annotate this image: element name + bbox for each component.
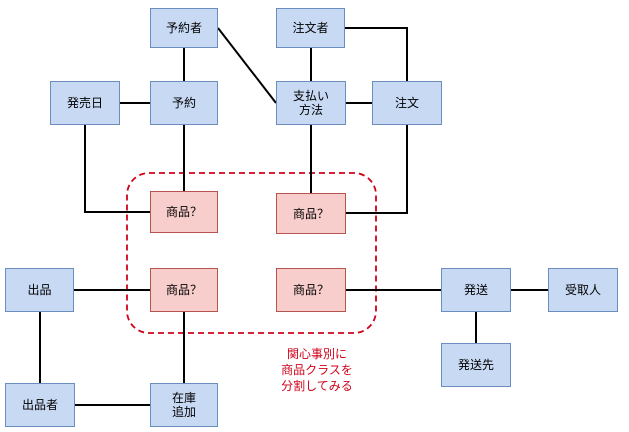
- entity-hassosaki: 発送先: [441, 343, 511, 387]
- product-group-boundary: [126, 172, 377, 334]
- annotation-line-1: 関心事別に: [286, 347, 347, 361]
- product-candidate-shipping: 商品？: [276, 268, 346, 312]
- product-candidate-order: 商品？: [276, 193, 346, 234]
- entity-zaiko-tsuika: 在庫 追加: [150, 383, 218, 427]
- edge-chumonsha-chumon: [345, 27, 408, 81]
- entity-shuppinsha: 出品者: [5, 383, 75, 427]
- entity-yoyaku: 予約: [150, 81, 218, 125]
- entity-shuppin: 出品: [5, 268, 74, 312]
- edge-yoyakusha-shiharai: [217, 27, 277, 104]
- product-candidate-reservation: 商品？: [150, 191, 218, 233]
- annotation-line-3: 分割してみる: [281, 379, 353, 393]
- edge-hatsubaibi-shohin1: [84, 125, 150, 213]
- product-candidate-listing: 商品？: [150, 268, 218, 312]
- entity-shiharai-hoho: 支払い 方法: [276, 81, 346, 125]
- entity-uketorinin: 受取人: [548, 268, 618, 312]
- entity-hatsubaibi: 発売日: [50, 81, 120, 125]
- annotation-line-2: 商品クラスを: [281, 363, 353, 377]
- annotation-note: 関心事別に 商品クラスを 分割してみる: [262, 346, 372, 394]
- edge-chumon-shohin2: [346, 125, 408, 214]
- entity-yoyakusha: 予約者: [150, 8, 218, 48]
- entity-chumon: 注文: [372, 81, 442, 125]
- entity-chumonsha: 注文者: [276, 8, 345, 48]
- entity-hasso: 発送: [441, 268, 511, 312]
